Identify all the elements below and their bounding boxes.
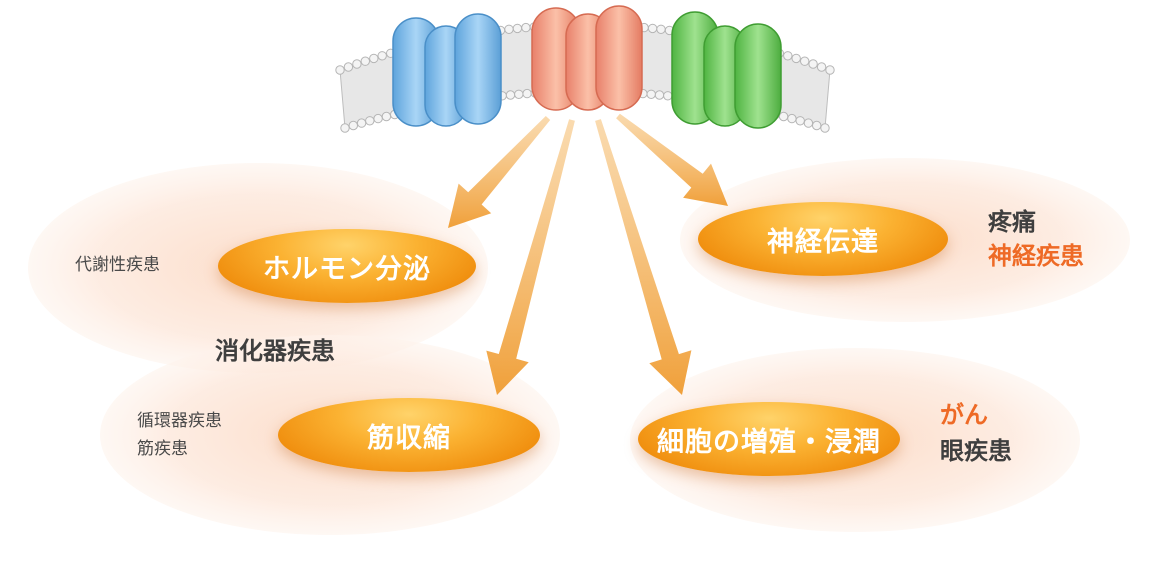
- lipid-head: [795, 116, 805, 126]
- lipid-head: [360, 56, 370, 66]
- muscle-disease-label: 筋疾患: [137, 439, 188, 459]
- lipid-head: [647, 23, 658, 34]
- lipid-head: [812, 120, 822, 131]
- lipid-head: [783, 51, 793, 61]
- lipid-head: [787, 113, 797, 124]
- arrow-to-cell: [595, 119, 692, 395]
- lipid-head: [646, 89, 656, 100]
- arrow-to-neuro: [616, 113, 728, 206]
- lipid-head: [348, 120, 358, 131]
- green-receptor-icon: [671, 11, 782, 129]
- lipid-head: [352, 59, 362, 69]
- lipid-head: [514, 89, 524, 100]
- lipid-head: [340, 123, 350, 133]
- metabolic-disease-label: 代謝性疾患: [75, 255, 160, 275]
- lipid-head: [373, 113, 383, 124]
- neurological-disease-label: 神経疾患: [988, 242, 1084, 270]
- cancer-label: がん: [940, 401, 988, 429]
- lipid-head: [808, 59, 818, 69]
- lipid-head: [656, 24, 666, 34]
- lipid-head: [791, 53, 801, 64]
- lipid-head: [825, 65, 835, 75]
- cardiovascular-disease-label: 循環器疾患: [137, 411, 222, 431]
- lipid-head: [521, 22, 531, 33]
- lipid-head: [663, 91, 673, 101]
- salmon-helix-3: [595, 5, 643, 111]
- salmon-receptor-icon: [531, 5, 643, 111]
- pain-label: 疼痛: [988, 208, 1036, 236]
- muscle-contraction-pill: 筋収縮: [278, 398, 540, 472]
- lipid-head: [356, 118, 367, 128]
- green-helix-3: [734, 23, 782, 129]
- lipid-head: [800, 56, 810, 66]
- lipid-head: [505, 90, 516, 100]
- lipid-head: [820, 123, 830, 133]
- lipid-head: [654, 90, 665, 100]
- blue-receptor-icon: [392, 13, 502, 127]
- blue-helix-3: [454, 13, 502, 125]
- lipid-head: [778, 111, 789, 122]
- hormone-secretion-pill: ホルモン分泌: [218, 229, 476, 303]
- lipid-head: [369, 53, 379, 64]
- lipid-head: [335, 65, 345, 75]
- lipid-head: [377, 51, 387, 61]
- lipid-head: [816, 62, 827, 72]
- neurotransmission-pill: 神経伝達: [698, 202, 948, 276]
- arrow-to-muscle: [486, 119, 575, 395]
- lipid-head: [522, 88, 532, 99]
- lipid-head: [803, 118, 814, 128]
- halo-group: [28, 158, 1130, 535]
- digestive-disease-label: 消化器疾患: [215, 337, 335, 365]
- arrow-to-hormone: [448, 116, 551, 228]
- lipid-head: [381, 111, 392, 122]
- arrow-group: [448, 113, 728, 395]
- lipid-head: [365, 116, 375, 126]
- lipid-head: [343, 62, 354, 72]
- cell-proliferation-pill: 細胞の増殖・浸潤: [638, 402, 900, 476]
- eye-disease-label: 眼疾患: [940, 437, 1012, 465]
- lipid-head: [512, 23, 523, 34]
- lipid-head: [504, 24, 514, 34]
